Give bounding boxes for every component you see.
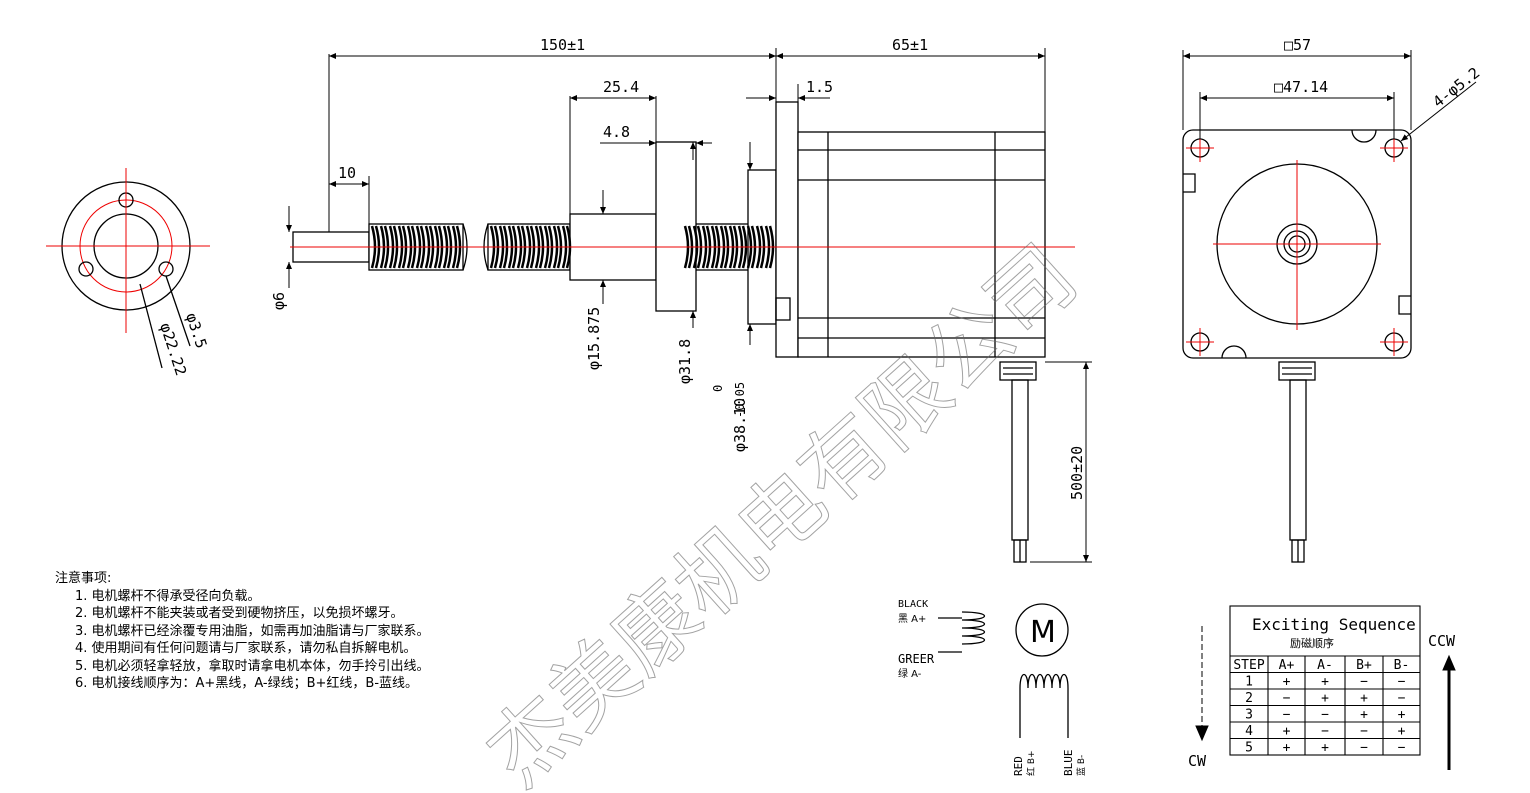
pilot-tol-upper: 0 — [711, 385, 725, 392]
note-item: 6. 电机接线顺序为：A+黑线，A-绿线；B+红线，B-蓝线。 — [75, 676, 419, 691]
table-header-cell: STEP — [1233, 658, 1264, 673]
table-cell: − — [1360, 675, 1368, 690]
wire-black-cn: 黑 A+ — [898, 613, 926, 625]
flange-thickness-label: 4.8 — [603, 123, 630, 141]
table-cell: − — [1398, 675, 1406, 690]
wire-green-label: GREER — [898, 652, 935, 666]
front-dimension-lines — [1182, 50, 1477, 142]
wire-green-cn: 绿 A- — [898, 667, 922, 680]
table-cell: − — [1360, 741, 1368, 756]
table-header-cell: B- — [1394, 658, 1410, 673]
table-header-cell: A- — [1317, 658, 1333, 673]
pilot-tol-lower: -0.05 — [733, 382, 747, 418]
table-cell: − — [1321, 708, 1329, 723]
flange-hole-label: φ3.5 — [182, 311, 210, 351]
table-cell: + — [1321, 691, 1329, 706]
total-length-label: 150±1 — [540, 36, 585, 54]
flange-diameter-label: φ31.8 — [676, 339, 694, 384]
wiring-diagram — [938, 603, 1069, 738]
table-header-cell: A+ — [1279, 658, 1295, 673]
wire-black-label: BLACK — [898, 599, 928, 610]
table-cell: + — [1360, 691, 1368, 706]
cw-label: CW — [1188, 752, 1207, 770]
nut-diameter-label: φ15.875 — [585, 307, 603, 370]
notes-title: 注意事项: — [55, 571, 112, 586]
table-cell: + — [1398, 724, 1406, 739]
screw-end-label: 10 — [338, 164, 356, 182]
table-cell: 3 — [1245, 708, 1253, 723]
table-cell: − — [1283, 708, 1291, 723]
nut-length-label: 25.4 — [603, 78, 639, 96]
pilot-depth-label: 1.5 — [806, 78, 833, 96]
table-cell: + — [1321, 741, 1329, 756]
ccw-label: CCW — [1428, 632, 1456, 650]
table-cell: + — [1360, 708, 1368, 723]
table-cell: 5 — [1245, 741, 1253, 756]
pilot-diameter-label: φ38.10 — [731, 398, 749, 452]
table-cell: + — [1321, 675, 1329, 690]
table-cell: 2 — [1245, 691, 1253, 706]
hole-spacing-label: □47.14 — [1274, 78, 1328, 96]
notes-block: 注意事项: 1. 电机螺杆不得承受径向负载。 2. 电机螺杆不能夹装或者受到硬物… — [55, 570, 430, 693]
lead-length-label: 500±20 — [1068, 446, 1086, 500]
table-cell: − — [1321, 724, 1329, 739]
screw-diameter-label: φ6 — [270, 292, 288, 310]
wire-blue-label: BLUE — [1062, 750, 1075, 777]
table-cell: − — [1283, 691, 1291, 706]
mount-holes-label: 4-φ5.2 — [1429, 64, 1483, 112]
front-view-centerlines — [1186, 134, 1408, 356]
table-header-cell: B+ — [1356, 658, 1372, 673]
table-cell: − — [1360, 724, 1368, 739]
flange-pcd-label: φ22.22 — [156, 321, 190, 378]
table-cell: 4 — [1245, 724, 1253, 739]
sequence-subtitle: 励磁顺序 — [1290, 636, 1334, 650]
table-cell: + — [1283, 675, 1291, 690]
motor-length-label: 65±1 — [892, 36, 928, 54]
table-cell: + — [1283, 724, 1291, 739]
direction-arrows — [1195, 626, 1456, 770]
table-cell: − — [1398, 741, 1406, 756]
note-item: 4. 使用期间有任何问题请与厂家联系，请勿私自拆解电机。 — [75, 641, 417, 656]
side-dimension-lines — [286, 48, 1092, 563]
sequence-title: Exciting Sequence — [1252, 615, 1416, 634]
wire-blue-cn: 蓝 B- — [1075, 755, 1087, 776]
sequence-table — [1229, 605, 1421, 756]
note-item: 5. 电机必须轻拿轻放，拿取时请拿电机本体，勿手拎引出线。 — [75, 658, 430, 674]
table-cell: + — [1398, 708, 1406, 723]
wire-red-cn: 红 B+ — [1025, 750, 1037, 776]
table-cell: − — [1398, 691, 1406, 706]
table-cell: 1 — [1245, 675, 1253, 690]
frame-size-label: □57 — [1284, 36, 1311, 54]
note-item: 2. 电机螺杆不能夹装或者受到硬物挤压，以免损坏螺牙。 — [75, 606, 404, 621]
note-item: 3. 电机螺杆已经涂覆专用油脂，如需再加油脂请与厂家联系。 — [75, 623, 430, 639]
nut-end-view — [46, 168, 210, 369]
table-cell: + — [1283, 741, 1291, 756]
wire-red-label: RED — [1012, 756, 1025, 776]
motor-symbol: M — [1030, 615, 1056, 650]
note-item: 1. 电机螺杆不得承受径向负载。 — [75, 588, 261, 604]
